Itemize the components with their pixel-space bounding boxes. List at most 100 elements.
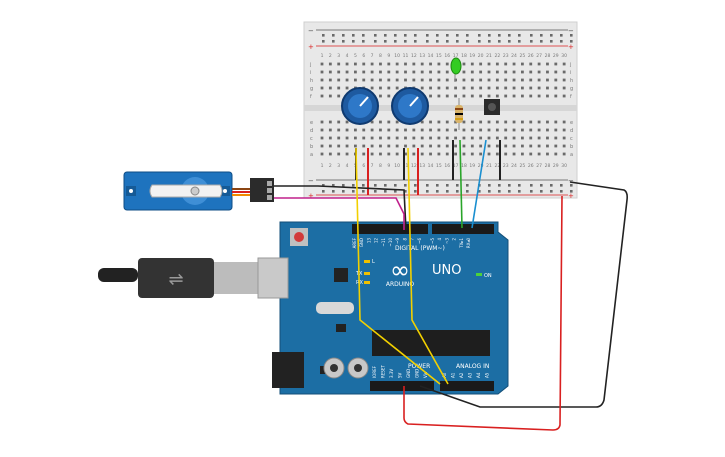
breadboard-hole xyxy=(529,86,533,90)
analog-pin-label: A3 xyxy=(468,372,473,378)
breadboard-hole xyxy=(479,62,483,66)
breadboard-hole xyxy=(521,62,524,66)
row-letter: i xyxy=(570,70,571,76)
row-letter: d xyxy=(570,128,573,134)
resistor-band-1 xyxy=(455,108,463,110)
push-button[interactable] xyxy=(484,99,500,115)
breadboard-hole xyxy=(562,136,566,140)
row-letter: h xyxy=(310,78,313,84)
breadboard-hole xyxy=(362,144,366,148)
column-number: 4 xyxy=(346,163,349,169)
breadboard-hole xyxy=(362,78,366,82)
breadboard-hole xyxy=(487,144,491,148)
potentiometer-1[interactable] xyxy=(341,87,379,125)
wire-5v-return xyxy=(403,195,563,431)
usb-b-port xyxy=(257,257,289,299)
breadboard-hole xyxy=(454,152,457,156)
breadboard-hole xyxy=(512,136,516,140)
row-letter: e xyxy=(570,120,573,126)
breadboard-hole xyxy=(546,78,549,82)
column-number: 13 xyxy=(419,53,425,59)
rail-hole xyxy=(414,184,417,187)
breadboard-hole xyxy=(537,136,541,140)
breadboard-hole xyxy=(554,70,558,74)
breadboard-hole xyxy=(529,152,533,156)
l-led xyxy=(364,260,370,263)
row-letter: d xyxy=(310,128,313,134)
breadboard-hole xyxy=(387,144,391,148)
reset-button[interactable] xyxy=(294,232,304,242)
rail-hole xyxy=(352,34,355,37)
breadboard-hole xyxy=(328,70,332,74)
breadboard-hole xyxy=(521,120,524,124)
breadboard-hole xyxy=(387,94,391,98)
breadboard-hole xyxy=(429,78,432,82)
breadboard-hole xyxy=(554,86,558,90)
usb-cable[interactable]: ⇌ xyxy=(98,258,258,298)
breadboard-hole xyxy=(362,70,366,74)
potentiometer-2[interactable] xyxy=(391,87,429,125)
column-number: 23 xyxy=(503,163,509,169)
breadboard-hole xyxy=(395,144,399,148)
pot2-indicator xyxy=(409,96,419,107)
rail-hole xyxy=(530,40,533,43)
breadboard-hole xyxy=(320,128,324,132)
breadboard-hole xyxy=(546,70,549,74)
rail-hole xyxy=(384,184,387,187)
breadboard-hole xyxy=(495,86,499,90)
breadboard-hole xyxy=(529,120,533,124)
green-led[interactable] xyxy=(450,57,462,82)
resistor[interactable] xyxy=(455,98,463,130)
breadboard-hole xyxy=(479,144,483,148)
pot1-indicator xyxy=(359,96,369,107)
column-number: 30 xyxy=(561,163,567,169)
breadboard-hole xyxy=(454,128,457,132)
rail-plus-label-bl: + xyxy=(308,192,314,200)
rail-hole xyxy=(446,40,449,43)
rail-minus-label-tr: − xyxy=(568,27,574,35)
breadboard-hole xyxy=(537,62,541,66)
rail-hole xyxy=(550,184,553,187)
rail-hole xyxy=(540,184,543,187)
rail-hole xyxy=(560,184,563,187)
servo-motor[interactable] xyxy=(123,171,274,211)
breadboard-hole xyxy=(454,144,457,148)
rail-hole xyxy=(352,184,355,187)
breadboard-hole xyxy=(379,78,382,82)
breadboard-hole xyxy=(537,86,541,90)
rail-hole xyxy=(550,34,553,37)
small-chip xyxy=(336,324,346,332)
breadboard-hole xyxy=(470,128,474,132)
rail-hole xyxy=(466,190,469,193)
rail-hole xyxy=(446,34,449,37)
breadboard-hole xyxy=(345,144,349,148)
breadboard-hole xyxy=(420,128,424,132)
digital-label: DIGITAL (PWM~) xyxy=(395,245,445,252)
breadboard-hole xyxy=(554,136,558,140)
breadboard-hole xyxy=(521,70,524,74)
row-letter: g xyxy=(310,86,313,92)
breadboard-hole xyxy=(470,136,474,140)
usb-cable-strain xyxy=(98,268,138,282)
power-pin-label: GND xyxy=(406,369,411,378)
column-number: 13 xyxy=(419,163,425,169)
breadboard-hole xyxy=(445,86,449,90)
rail-hole xyxy=(394,40,397,43)
breadboard-hole xyxy=(354,128,357,132)
breadboard-hole xyxy=(487,78,491,82)
column-number: 9 xyxy=(387,53,390,59)
breadboard-hole xyxy=(328,120,332,124)
breadboard-hole xyxy=(345,152,349,156)
digital-pin-label: 13 xyxy=(366,238,371,244)
breadboard-hole xyxy=(462,136,466,140)
crystal xyxy=(316,302,354,314)
column-number: 22 xyxy=(494,53,500,59)
breadboard-hole xyxy=(412,78,416,82)
column-number: 9 xyxy=(387,163,390,169)
power-pin-label: 5V xyxy=(398,372,403,378)
breadboard-hole xyxy=(412,62,416,66)
digital-pin-label: GND xyxy=(359,238,364,247)
breadboard-hole xyxy=(429,136,432,140)
